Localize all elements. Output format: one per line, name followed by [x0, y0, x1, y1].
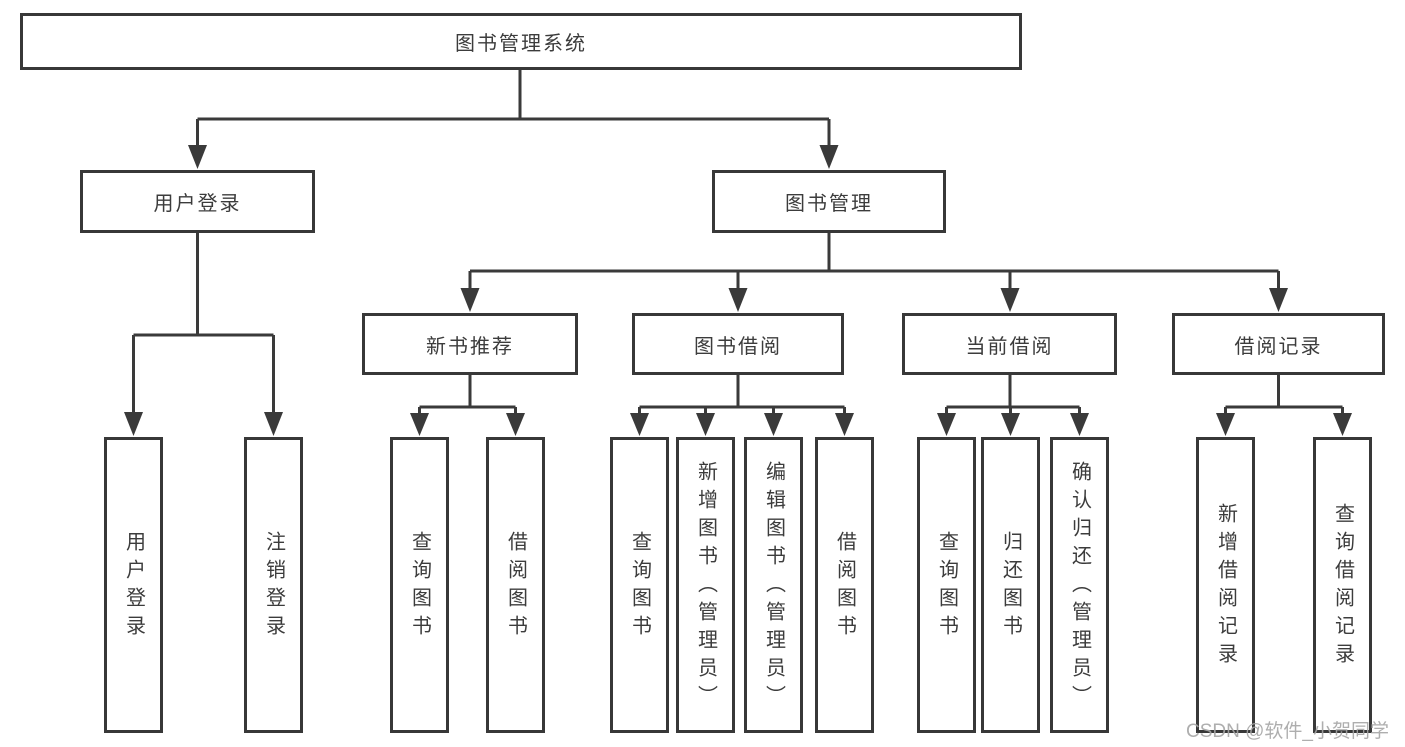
leaf-edit-books-admin: 编辑图书（管理员）: [744, 437, 803, 733]
csdn-watermark: CSDN @软件_小贺同学: [1186, 721, 1389, 742]
node-book-management: 图书管理: [712, 170, 946, 233]
leaf-confirm-return-admin: 确认归还（管理员）: [1050, 437, 1109, 733]
leaf-query-books-2: 查询图书: [610, 437, 669, 733]
leaf-query-books-3: 查询图书: [917, 437, 976, 733]
node-root-system: 图书管理系统: [20, 13, 1022, 70]
leaf-borrow-books-2: 借阅图书: [815, 437, 874, 733]
leaf-add-books-admin: 新增图书（管理员）: [676, 437, 735, 733]
leaf-query-borrow-record: 查询借阅记录: [1313, 437, 1372, 733]
leaf-add-borrow-record: 新增借阅记录: [1196, 437, 1255, 733]
node-current-borrow: 当前借阅: [902, 313, 1117, 375]
leaf-query-books-1: 查询图书: [390, 437, 449, 733]
leaf-logout: 注销登录: [244, 437, 303, 733]
leaf-borrow-books-1: 借阅图书: [486, 437, 545, 733]
leaf-user-login: 用户登录: [104, 437, 163, 733]
node-book-borrow: 图书借阅: [632, 313, 844, 375]
leaf-return-books: 归还图书: [981, 437, 1040, 733]
node-borrow-record: 借阅记录: [1172, 313, 1385, 375]
node-new-book-recommend: 新书推荐: [362, 313, 578, 375]
node-user-login: 用户登录: [80, 170, 315, 233]
